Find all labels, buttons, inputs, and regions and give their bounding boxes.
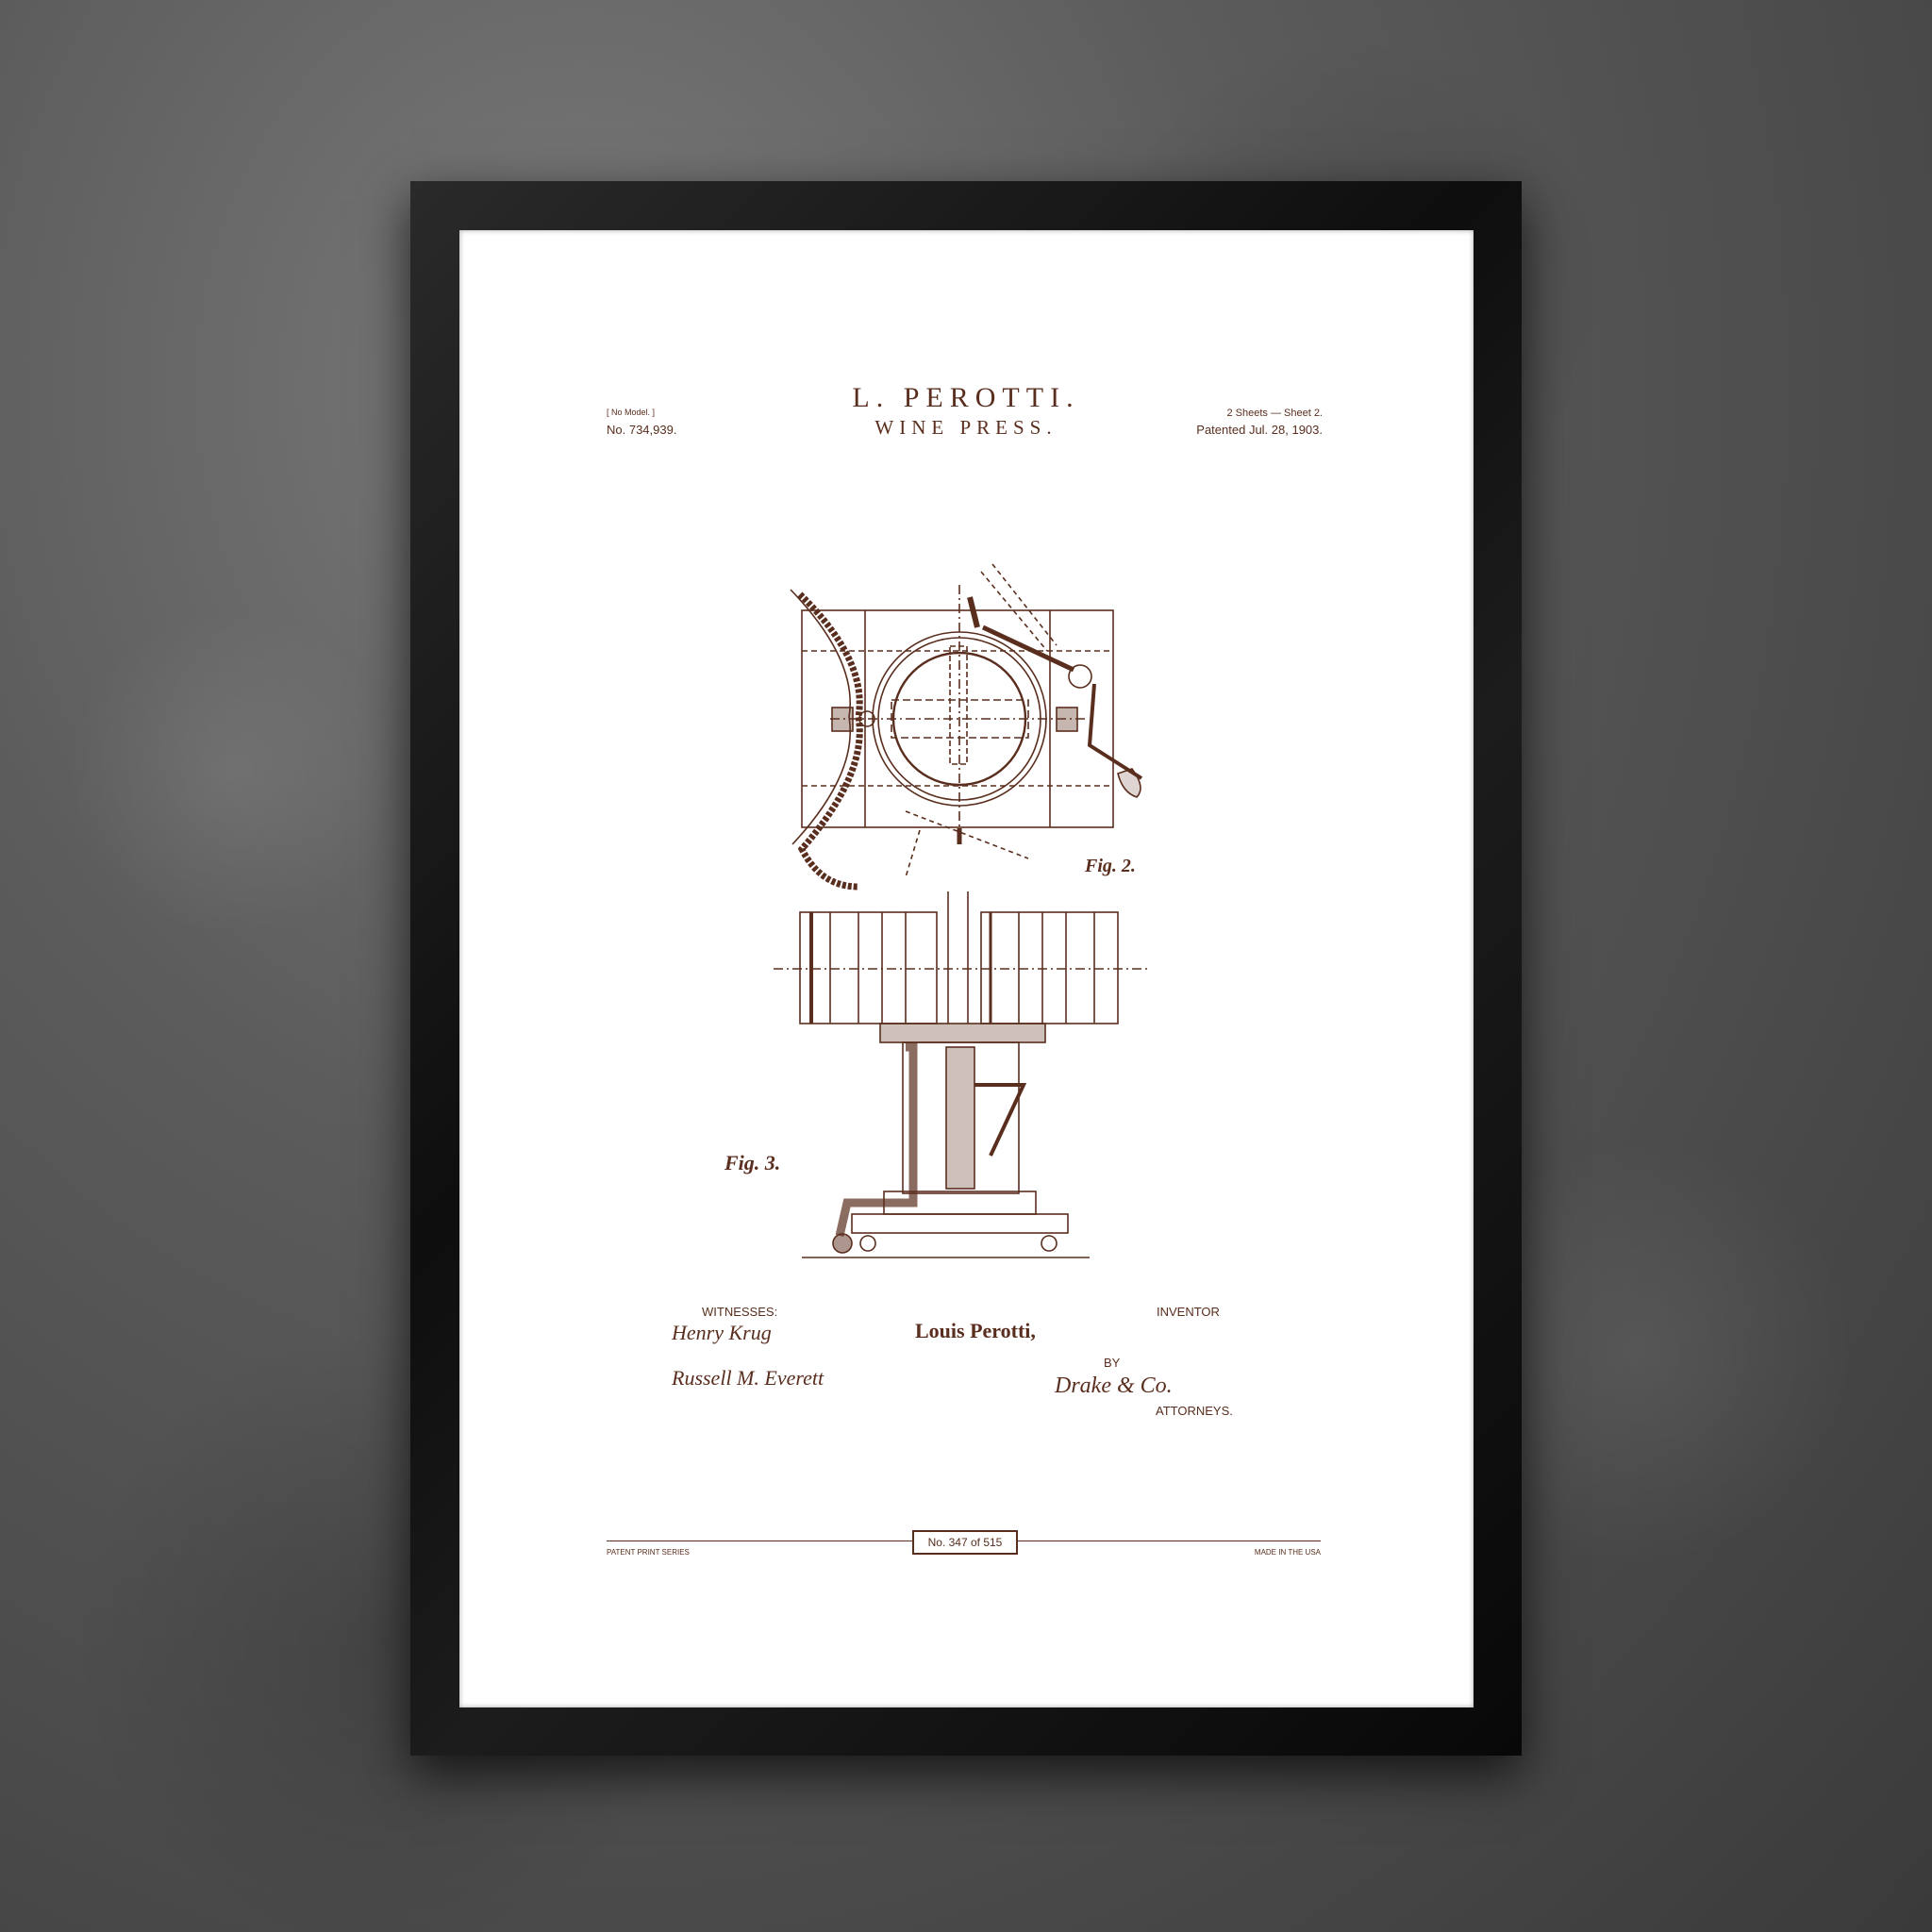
by-label: BY — [1104, 1356, 1121, 1370]
witness-2-signature: Russell M. Everett — [672, 1366, 824, 1390]
patent-date: Patented Jul. 28, 1903. — [1196, 423, 1323, 437]
series-label: PATENT PRINT SERIES — [607, 1548, 690, 1557]
figure-3-drawing — [774, 891, 1151, 1258]
inventor-label: INVENTOR — [1157, 1305, 1220, 1319]
witness-1-signature: Henry Krug — [672, 1321, 772, 1344]
invention-title: WINE PRESS. — [874, 416, 1058, 439]
inventor-title: L. PEROTTI. — [852, 382, 1080, 413]
sheet-note: 2 Sheets — Sheet 2. — [1226, 408, 1323, 419]
patent-number: No. 734,939. — [607, 423, 677, 437]
witnesses-label: WITNESSES: — [702, 1305, 778, 1319]
figure-3-label: Fig. 3. — [724, 1151, 781, 1174]
model-note: [ No Model. ] — [607, 408, 656, 417]
figure-2-drawing — [790, 563, 1143, 891]
attorneys-label: ATTORNEYS. — [1156, 1404, 1233, 1418]
edition-number-box: No. 347 of 515 — [912, 1530, 1018, 1555]
figure-2-label: Fig. 2. — [1085, 856, 1136, 876]
origin-label: MADE IN THE USA — [1254, 1548, 1321, 1557]
attorney-signature: Drake & Co. — [1055, 1374, 1173, 1398]
inventor-signature: Louis Perotti, — [915, 1319, 1036, 1342]
